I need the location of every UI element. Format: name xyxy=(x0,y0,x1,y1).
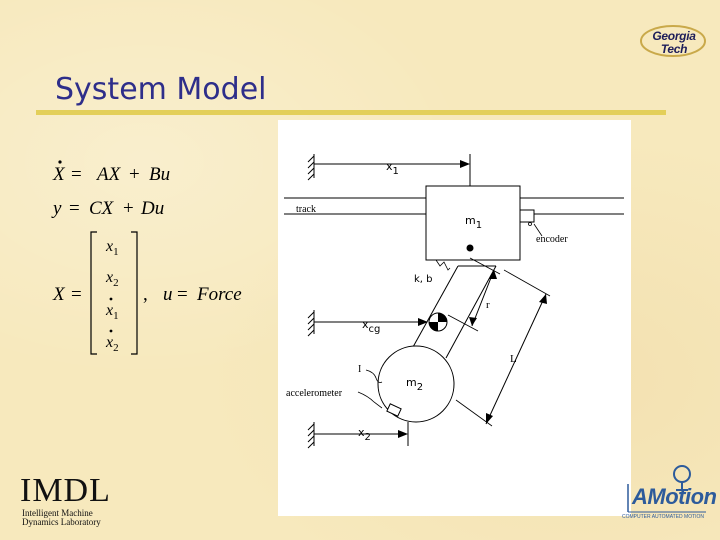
pendulum-rod-right xyxy=(445,265,497,359)
accelerometer-leader xyxy=(357,391,383,409)
svg-text:X: X xyxy=(52,284,66,305)
encoder-label: encoder xyxy=(536,234,568,245)
x1-arrowhead-icon xyxy=(460,160,470,168)
spring-damper-icon xyxy=(435,259,451,271)
svg-text:Du: Du xyxy=(140,198,164,219)
svg-text:,: , xyxy=(143,284,148,305)
logo-ring-icon xyxy=(640,25,706,57)
svg-text:X: X xyxy=(52,164,66,185)
svg-text:AX: AX xyxy=(95,164,122,185)
imdl-logo-line1: Intelligent Machine xyxy=(22,508,93,518)
cart-pendulum-diagram: x1 track m1 encoder k, b m2 xyxy=(278,120,631,516)
input-equation: u = Force xyxy=(163,284,242,305)
title-underline xyxy=(36,110,666,115)
derivative-dot-icon xyxy=(58,160,62,164)
svg-text:x1: x1 xyxy=(105,238,119,258)
pivot-icon xyxy=(466,244,474,252)
xcg-label: xcg xyxy=(362,318,380,335)
track-label: track xyxy=(296,204,316,215)
amotion-logo-word: AMotion xyxy=(632,484,717,509)
gt-logo-line1: Georgia xyxy=(652,29,696,43)
L-label: L xyxy=(510,353,517,365)
wall-hatch-x1-icon xyxy=(307,154,315,181)
svg-text:=: = xyxy=(71,164,82,185)
state-equation: X = AX + Bu xyxy=(52,160,170,185)
center-of-gravity-icon xyxy=(428,312,448,332)
svg-text:=: = xyxy=(71,284,82,305)
m2-label: m2 xyxy=(406,376,423,393)
svg-text:x2: x2 xyxy=(105,269,119,289)
svg-text:x2: x2 xyxy=(105,334,119,354)
pendulum-bob-m2 xyxy=(377,345,455,423)
state-vector: X = x1 x2 x1 x2 , xyxy=(52,231,148,355)
svg-text:+: + xyxy=(129,164,140,185)
imdl-logo-title: IMDL xyxy=(20,472,111,509)
svg-text:u: u xyxy=(163,284,173,305)
encoder-box xyxy=(519,209,535,223)
output-equation: y = CX + Du xyxy=(51,198,164,219)
m1-label: m1 xyxy=(465,214,482,231)
x2-label: x2 xyxy=(358,426,371,443)
svg-text:=: = xyxy=(69,198,80,219)
accelerometer-label: accelerometer xyxy=(286,388,343,399)
svg-text:x1: x1 xyxy=(105,302,119,322)
imdl-logo: IMDL Intelligent Machine Dynamics Labora… xyxy=(20,472,130,528)
wall-hatch-x2-icon xyxy=(307,422,315,449)
wall-hatch-xcg-icon xyxy=(307,310,315,337)
state-space-equations: X = AX + Bu y = CX + Du X = x1 x2 x1 x2 xyxy=(45,150,275,370)
I-label: I xyxy=(358,364,361,375)
amotion-logo: AMotion COMPUTER AUTOMATED MOTION xyxy=(620,462,717,524)
pendulum-rod-left xyxy=(407,265,459,357)
imdl-logo-line2: Dynamics Laboratory xyxy=(22,517,101,527)
accelerometer-box xyxy=(386,403,402,417)
svg-text:=: = xyxy=(177,284,188,305)
svg-text:CX: CX xyxy=(89,198,115,219)
georgia-tech-logo: Georgia Tech xyxy=(638,22,710,62)
svg-text:y: y xyxy=(51,198,62,219)
svg-text:Force: Force xyxy=(196,284,242,305)
svg-text:Bu: Bu xyxy=(149,164,170,185)
slide-title: System Model xyxy=(55,72,267,107)
kb-label: k, b xyxy=(414,274,433,285)
amotion-emblem-icon xyxy=(627,465,706,513)
I-leader xyxy=(365,369,383,383)
x1-label: x1 xyxy=(386,160,399,177)
r-dimension-line xyxy=(471,269,495,327)
L-dimension-line xyxy=(485,293,547,425)
svg-text:+: + xyxy=(123,198,134,219)
amotion-logo-tagline: COMPUTER AUTOMATED MOTION xyxy=(622,514,705,520)
gt-logo-line2: Tech xyxy=(660,42,688,56)
right-bracket-icon xyxy=(131,231,138,355)
left-bracket-icon xyxy=(90,231,97,355)
encoder-leader xyxy=(533,223,543,237)
r-label: r xyxy=(486,299,490,311)
